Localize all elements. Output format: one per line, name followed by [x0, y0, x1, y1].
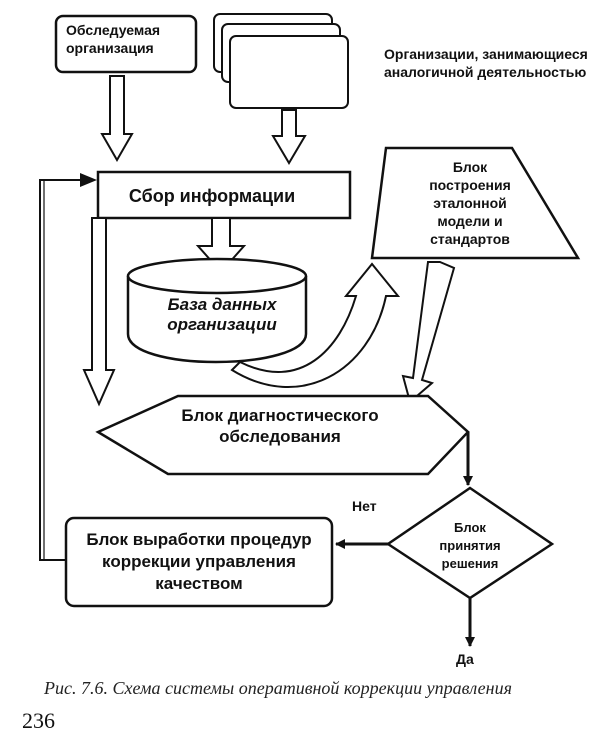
- information-collection-box: Сбор информации: [96, 170, 352, 220]
- arrow-database-to-reference-model: [230, 262, 401, 388]
- diagnostic-label-line1: Блок диагностического: [181, 406, 378, 425]
- database-label-line1: База данных: [168, 295, 278, 314]
- decision-label-line2: принятия: [439, 538, 500, 553]
- arrow-reference-model-to-diagnostic: [401, 261, 456, 404]
- yes-branch-label: Да: [456, 651, 474, 667]
- surveyed-organization-box: Обследуемая организация: [54, 14, 198, 74]
- similar-organizations-label-line1: Организации, занимающиеся: [384, 46, 588, 62]
- correction-procedures-block: Блок выработки процедур коррекции управл…: [64, 516, 334, 608]
- reference-model-label-line1: Блок: [453, 159, 488, 175]
- information-collection-label: Сбор информации: [129, 186, 295, 206]
- reference-model-block: Блок построения эталонной модели и станд…: [370, 146, 581, 260]
- reference-model-label-line4: модели и: [437, 213, 502, 229]
- arrow-surveyed-to-collection: [100, 75, 134, 163]
- surveyed-organization-label-line1: Обследуемая: [66, 22, 160, 38]
- decision-label-line3: решения: [442, 556, 499, 571]
- arrow-similar-to-collection: [271, 109, 307, 165]
- diagnostic-label-line2: обследования: [219, 427, 341, 446]
- arrow-collection-to-diagnostic: [82, 217, 116, 407]
- organization-database-cylinder: База данных организации: [126, 257, 308, 364]
- similar-organizations-stack: [213, 13, 349, 109]
- surveyed-organization-label-line2: организация: [66, 40, 154, 56]
- decision-label-line1: Блок: [454, 520, 486, 535]
- arrow-correction-feedback: [39, 179, 94, 561]
- decision-block: Блок принятия решения: [385, 486, 555, 600]
- database-label-line2: организации: [167, 315, 277, 334]
- reference-model-label-line2: построения: [429, 177, 511, 193]
- page-number: 236: [22, 708, 55, 733]
- diagnostic-survey-block: Блок диагностического обследования: [95, 394, 470, 476]
- correction-label-line2: коррекции управления: [102, 552, 296, 571]
- correction-label-line3: качеством: [155, 574, 242, 593]
- correction-label-line1: Блок выработки процедур: [86, 530, 311, 549]
- no-branch-label: Нет: [352, 498, 377, 514]
- reference-model-label-line3: эталонной: [433, 195, 507, 211]
- feedback-arrowhead: [80, 173, 97, 187]
- figure-caption: Рис. 7.6. Схема системы оперативной корр…: [44, 678, 512, 698]
- similar-organizations-label-line2: аналогичной деятельностью: [384, 64, 586, 80]
- reference-model-label-line5: стандартов: [430, 231, 510, 247]
